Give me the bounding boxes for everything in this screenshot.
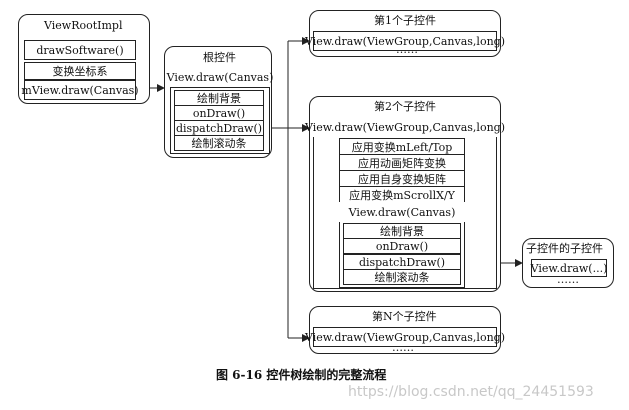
draw-software-cell: drawSoftware() <box>24 40 136 60</box>
root-step-background: 绘制背景 <box>174 90 264 106</box>
child1-draw: View.draw(ViewGroup,Canvas,long) <box>305 31 505 51</box>
grandchild-title: 子控件的子控件 <box>526 242 603 255</box>
mview-draw-cell: mView.draw(Canvas) <box>21 80 139 100</box>
inner-step-background: 绘制背景 <box>343 223 461 239</box>
grandchild-ellipsis: …… <box>557 273 579 286</box>
child2-step-self-matrix: 应用自身变换矩阵 <box>339 170 465 187</box>
root-step-ondraw: onDraw() <box>174 105 264 121</box>
viewrootimpl-title: ViewRootImpl <box>44 19 123 32</box>
child2-step-scroll: 应用变换mScrollX/Y <box>339 186 465 203</box>
childN-ellipsis: …… <box>392 341 414 354</box>
childN-title: 第N个子控件 <box>372 310 437 323</box>
root-step-dispatchdraw: dispatchDraw() <box>174 120 264 136</box>
child1-ellipsis: …… <box>396 43 418 56</box>
child1-title: 第1个子控件 <box>374 14 436 27</box>
watermark: https://blog.csdn.net/qq_24451593 <box>348 384 594 400</box>
root-view-title: 根控件 <box>203 51 236 64</box>
childN-draw: View.draw(ViewGroup,Canvas,long) <box>305 327 505 347</box>
child2-inner-draw: View.draw(Canvas) <box>339 202 465 222</box>
child2-title: 第2个子控件 <box>374 100 436 113</box>
inner-step-ondraw: onDraw() <box>343 238 461 254</box>
inner-step-dispatchdraw: dispatchDraw() <box>343 254 461 270</box>
child2-step-left-top: 应用变换mLeft/Top <box>339 138 465 155</box>
inner-step-scrollbar: 绘制滚动条 <box>343 269 461 285</box>
child2-draw: View.draw(ViewGroup,Canvas,long) <box>305 117 505 137</box>
child2-step-animation: 应用动画矩阵变换 <box>339 154 465 171</box>
root-view-draw: View.draw(Canvas) <box>167 68 273 88</box>
grandchild-draw: View.draw(...) <box>531 259 607 277</box>
root-step-scrollbar: 绘制滚动条 <box>174 135 264 151</box>
figure-caption: 图 6-16 控件树绘制的完整流程 <box>216 368 387 382</box>
transform-coords-cell: 变换坐标系 <box>24 62 136 80</box>
